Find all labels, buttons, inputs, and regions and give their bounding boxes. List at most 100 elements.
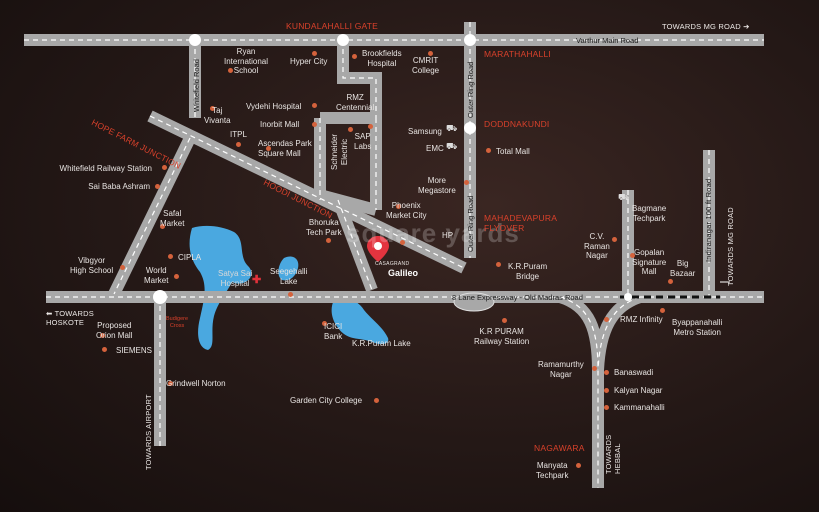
towards-hoskote: ⬅ TOWARDS HOSKOTE xyxy=(46,309,94,327)
building-icon: ⛟ xyxy=(446,141,458,151)
junction-circle-expressway xyxy=(153,290,167,304)
poi-dot xyxy=(374,398,379,403)
towards-airport: TOWARDS AIRPORT xyxy=(144,394,153,470)
sap-labs-label: SAP Labs xyxy=(354,132,372,151)
project-brand: CASAGRAND xyxy=(375,261,410,267)
brookfields-label: Brookfields Hospital xyxy=(362,49,402,68)
varthur-road-label: Varthur Main Road xyxy=(576,36,639,45)
manyata-label: Manyata Techpark xyxy=(536,461,569,480)
poi-dot xyxy=(668,279,673,284)
kr-puram-bridge-label: K.R.Puram Bridge xyxy=(508,262,548,281)
poi-dot xyxy=(236,142,241,147)
rmz-centennial-label: RMZ Centennial xyxy=(336,93,375,112)
nagawara-label: NAGAWARA xyxy=(534,443,585,453)
hyper-city-label: Hyper City xyxy=(290,57,328,66)
indiranagar-road-label: Indiranagar 100 ft Road xyxy=(704,178,713,262)
seegehalli-label: Seegehalli Lake xyxy=(270,267,308,286)
project-name: Galileo xyxy=(388,268,419,278)
poi-dot xyxy=(162,165,167,170)
poi-dot xyxy=(210,106,215,111)
kr-puram-rotary xyxy=(453,292,495,312)
poi-dot xyxy=(428,51,433,56)
poi-dot xyxy=(168,254,173,259)
poi-dot xyxy=(312,51,317,56)
poi-dot xyxy=(228,68,233,73)
poi-dot xyxy=(322,321,327,326)
kr-puram-railway-label: K.R PURAM Railway Station xyxy=(474,327,530,346)
ryan-school-label: Ryan International School xyxy=(224,47,269,75)
icici-label: ICICI Bank xyxy=(324,322,343,341)
poi-dot xyxy=(155,184,160,189)
junction-circle-whitefield xyxy=(189,34,201,46)
kalyan-nagar-label: Kalyan Nagar xyxy=(614,386,663,395)
bhoruka-label: Bhoruka Tech Park xyxy=(306,218,342,237)
poi-dot xyxy=(400,240,405,245)
junction-circle-kundalahalli xyxy=(337,34,349,46)
hp-label: HP xyxy=(442,231,454,240)
poi-dot xyxy=(464,180,469,185)
junction-circle-doddnakundi xyxy=(464,122,476,134)
poi-dot xyxy=(592,366,597,371)
poi-dot xyxy=(168,381,173,386)
byappanahalli-label: Byappanahalli Metro Station xyxy=(672,318,723,337)
total-mall-label: Total Mall xyxy=(496,147,530,156)
whitefield-railway-label: Whitefield Railway Station xyxy=(59,164,152,173)
lake-seegehalli-right xyxy=(278,256,299,281)
poi-dot xyxy=(312,103,317,108)
poi-dot xyxy=(326,238,331,243)
cipla-label: CIPLA xyxy=(178,253,202,262)
gopalan-label: Gopalan Signature Mall xyxy=(632,248,667,276)
world-market-label: World Market xyxy=(144,266,169,285)
poi-dot xyxy=(396,204,401,209)
outer-ring-road-label-top: Outer Ring Road xyxy=(466,61,475,118)
poi-dot xyxy=(660,308,665,313)
siemens-label: SIEMENS xyxy=(116,346,153,355)
rmz-infinity-label: RMZ Infinity xyxy=(620,315,663,324)
vydehi-label: Vydehi Hospital xyxy=(246,102,302,111)
outer-ring-road-label-bottom: Outer Ring Road xyxy=(466,195,475,252)
poi-dot xyxy=(576,463,581,468)
poi-dot xyxy=(174,274,179,279)
orion-mall-label: Proposed Orion Mall xyxy=(96,321,133,340)
lake-kr-puram xyxy=(331,298,389,345)
poi-dot xyxy=(288,292,293,297)
poi-dot xyxy=(502,318,507,323)
poi-dot xyxy=(100,333,105,338)
budigere-label: Budigere Cross xyxy=(166,316,189,329)
whitefield-road-label: Whitefield Road xyxy=(192,59,201,112)
towards-mg-road-top: TOWARDS MG ROAD ➔ xyxy=(662,22,750,31)
itpl-label: ITPL xyxy=(230,130,247,139)
satya-sai-label: Satya Sai Hospital xyxy=(218,269,253,288)
ramamurthy-label: Ramamurthy Nagar xyxy=(538,360,584,379)
cmrit-label: CMRIT College xyxy=(412,56,440,75)
poi-dot xyxy=(612,237,617,242)
poi-dot xyxy=(312,122,317,127)
poi-dot xyxy=(352,54,357,59)
towards-mg-road-right: TOWARDS MG ROAD xyxy=(726,207,735,286)
sai-baba-label: Sai Baba Ashram xyxy=(88,182,150,191)
building-icon: ⛟ xyxy=(446,123,458,133)
phoenix-label: Phoenix Market City xyxy=(386,201,427,220)
doddnakundi-label: DODDNAKUNDI xyxy=(484,119,550,129)
junction-circle-tin-factory xyxy=(624,293,632,301)
poi-dot xyxy=(102,347,107,352)
inorbit-label: Inorbit Mall xyxy=(260,120,300,129)
towards-hebbal: TOWARDS HEBBAL xyxy=(604,434,622,474)
poi-dot xyxy=(160,224,165,229)
samsung-label: Samsung xyxy=(408,127,442,136)
lake-seegehalli-left xyxy=(189,225,252,350)
poi-dot xyxy=(604,317,609,322)
building-icon: ⛟ xyxy=(618,192,630,202)
emc-label: EMC xyxy=(426,144,444,153)
poi-dot xyxy=(348,127,353,132)
poi-dot xyxy=(496,262,501,267)
hospital-cross-icon: ✚ xyxy=(252,274,262,286)
poi-dot xyxy=(120,265,125,270)
junction-circle-marathahalli xyxy=(464,34,476,46)
poi-dot xyxy=(486,148,491,153)
kundalahalli-gate-label: KUNDALAHALLI GATE xyxy=(286,21,379,31)
poi-dot xyxy=(604,370,609,375)
project-location-marker xyxy=(367,236,389,262)
poi-dot xyxy=(266,146,271,151)
